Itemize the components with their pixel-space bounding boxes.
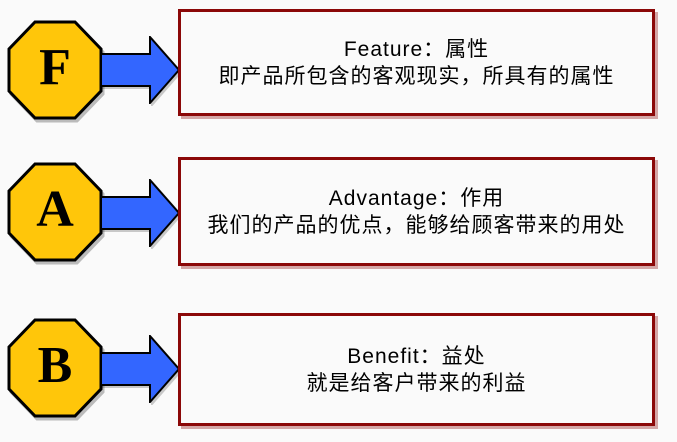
right-arrow-icon — [100, 179, 180, 247]
octagon-a: A — [7, 162, 103, 262]
info-box-advantage: Advantage：作用 我们的产品的优点，能够给顾客带来的用处 — [178, 157, 655, 266]
info-description-feature: 即产品所包含的客观现实，所具有的属性 — [218, 64, 615, 88]
right-arrow-icon — [100, 335, 180, 403]
info-title-benefit: Benefit：益处 — [347, 344, 486, 368]
info-box-feature: Feature：属性 即产品所包含的客观现实，所具有的属性 — [178, 9, 655, 116]
octagon-letter-f: F — [39, 39, 71, 96]
info-title-feature: Feature：属性 — [343, 37, 490, 61]
octagon-b: B — [7, 318, 103, 418]
info-title-advantage: Advantage：作用 — [328, 186, 505, 210]
right-arrow-icon — [100, 36, 180, 104]
info-description-benefit: 就是给客户带来的利益 — [306, 371, 527, 395]
octagon-shape-icon — [7, 20, 103, 120]
octagon-f: F — [7, 20, 103, 120]
octagon-shape-icon — [7, 162, 103, 262]
octagon-letter-b: B — [37, 337, 73, 394]
info-box-benefit: Benefit：益处 就是给客户带来的利益 — [178, 313, 655, 426]
octagon-letter-a: A — [36, 181, 74, 238]
info-description-advantage: 我们的产品的优点，能够给顾客带来的用处 — [207, 213, 626, 237]
octagon-shape-icon — [7, 318, 103, 418]
